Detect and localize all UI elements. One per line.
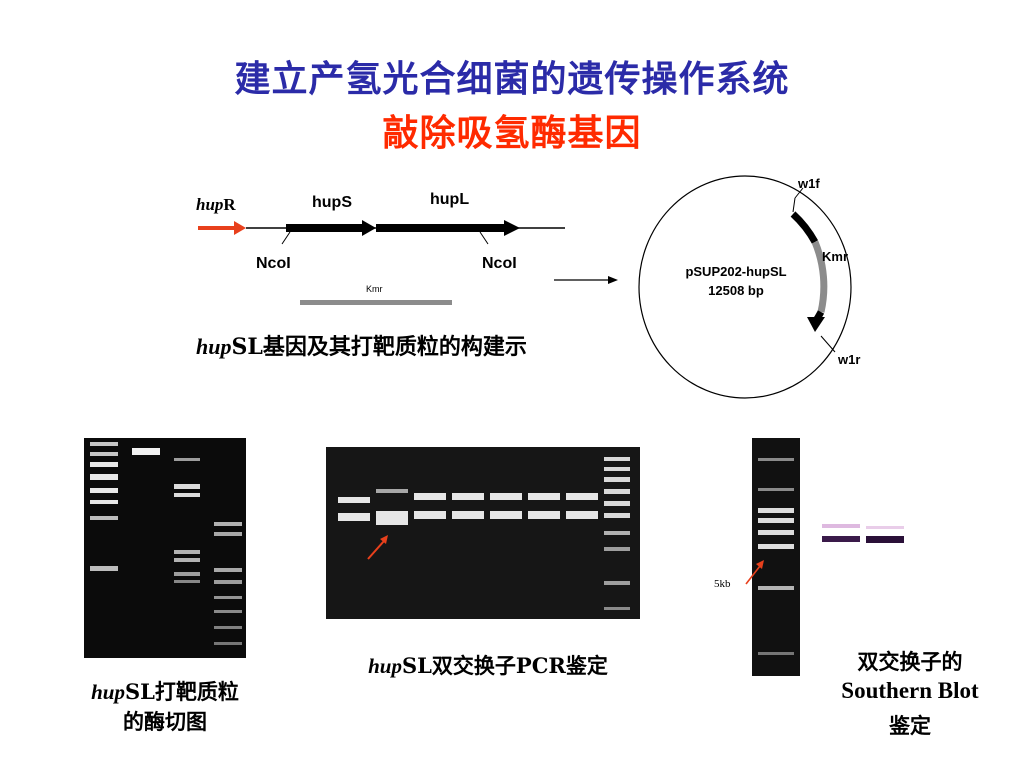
plasmid-circle	[638, 175, 852, 399]
slide-title: 建立产氢光合细菌的遗传操作系统	[234, 59, 790, 100]
southern-5kb-label: 5kb	[714, 578, 731, 590]
plasmid-map	[638, 175, 852, 399]
plasmid-kmr-label: Kmr	[822, 249, 849, 264]
ncoI-right-label: NcoI	[482, 255, 517, 272]
w1f-pointer	[792, 197, 796, 213]
hupS-arrow-head	[362, 220, 376, 236]
w1f-segment	[790, 211, 819, 244]
gene-construct-diagram	[198, 220, 565, 305]
kmr-arrow-head	[807, 317, 825, 332]
construct-to-plasmid-arrow	[554, 276, 618, 284]
digest-caption-line1: hupSL打靶质粒	[91, 679, 239, 704]
hupS-gene-bar	[286, 224, 364, 232]
hupL-label: hupL	[430, 191, 470, 208]
pcr-caption: hupSL双交换子PCR鉴定	[368, 653, 608, 678]
plasmid-name: pSUP202-hupSL	[685, 264, 787, 279]
southern-caption-line2: Southern Blot	[841, 678, 979, 703]
ncoI-left-label: NcoI	[256, 255, 291, 272]
w1f-label: w1f	[798, 176, 820, 191]
southern-caption-line1: 双交换子的	[857, 649, 963, 674]
pcr-gel-image	[326, 447, 640, 619]
southern-blot-bands	[822, 524, 904, 543]
pcr-red-arrow	[367, 540, 385, 560]
ncoI-left-tick	[281, 231, 291, 245]
hupS-label: hupS	[312, 194, 352, 211]
construct-caption: hupSL基因及其打靶质粒的构建示	[196, 334, 527, 360]
hupR-arrow-head	[234, 221, 246, 235]
kmr-bar	[300, 300, 452, 305]
hupR-label: hupR	[196, 195, 236, 214]
slide-subtitle: 敲除吸氢酶基因	[382, 113, 642, 154]
hupL-gene-bar	[376, 224, 506, 232]
w1r-label: w1r	[838, 352, 861, 367]
w1r-pointer	[820, 335, 836, 353]
digest-gel-image	[84, 438, 246, 658]
kmr-small-label: Kmr	[366, 284, 383, 294]
southern-caption-line3: 鉴定	[889, 713, 931, 738]
southern-ladder-gel	[752, 438, 800, 676]
kmr-arc	[811, 240, 828, 313]
southern-red-arrow	[745, 560, 764, 585]
hupL-arrow-head	[504, 220, 520, 236]
plasmid-size: 12508 bp	[708, 283, 764, 298]
ncoI-right-tick	[479, 231, 489, 245]
digest-caption-line2: 的酶切图	[123, 709, 207, 734]
